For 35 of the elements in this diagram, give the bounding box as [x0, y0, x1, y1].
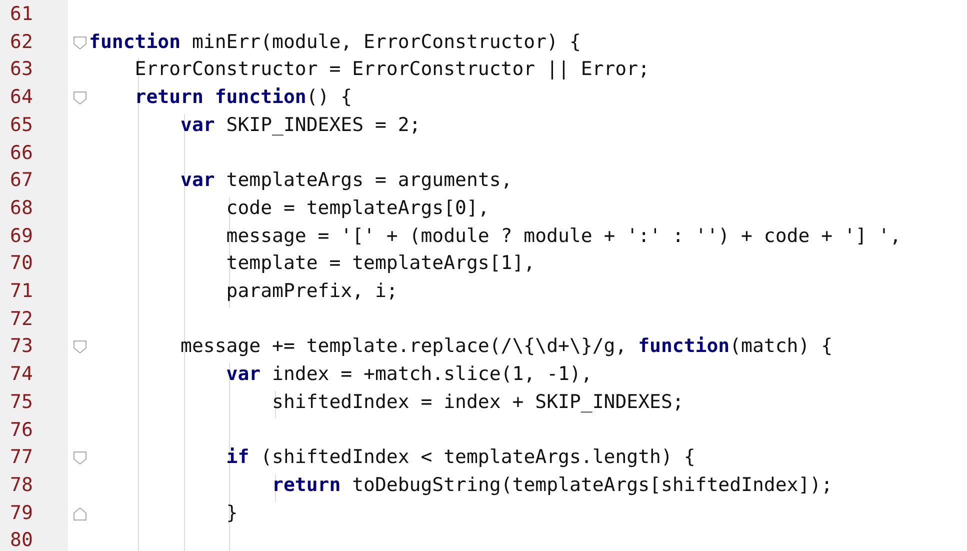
- line-number: 76: [10, 418, 33, 440]
- code-line: if (shiftedIndex < templateArgs.length) {: [226, 446, 696, 468]
- code-line: paramPrefix, i;: [226, 280, 398, 302]
- code-line: ErrorConstructor = ErrorConstructor || Error;: [134, 58, 650, 80]
- code-line: shiftedIndex = index + SKIP_INDEXES;: [272, 390, 684, 413]
- line-number: 74: [10, 363, 33, 386]
- line-number: 63: [10, 58, 33, 80]
- line-number: 64: [10, 86, 33, 108]
- line-number: 71: [10, 280, 33, 302]
- line-number: 70: [10, 252, 33, 274]
- line-number: 80: [10, 529, 33, 551]
- code-line: return toDebugString(templateArgs[shiftedIndex]);: [272, 474, 833, 496]
- line-number: 66: [10, 142, 33, 164]
- line-number: 77: [10, 446, 33, 468]
- code-line: function minErr(module, ErrorConstructor) {: [89, 30, 581, 53]
- code-line: var index = +match.slice(1, -1),: [226, 363, 592, 386]
- line-number: 65: [10, 114, 33, 136]
- code-line: return function() {: [134, 86, 352, 108]
- line-number: 73: [10, 335, 33, 358]
- line-number: 67: [10, 169, 33, 192]
- line-number: 61: [10, 3, 33, 25]
- code-line: template = templateArgs[1],: [226, 252, 536, 274]
- line-number: 78: [10, 474, 33, 496]
- line-number: 75: [10, 390, 33, 413]
- code-line: }: [226, 502, 238, 524]
- code-line: var templateArgs = arguments,: [180, 169, 512, 192]
- code-line: message += template.replace(/\{\d+\}/g, function(match) {: [180, 335, 833, 358]
- line-number: 72: [10, 308, 33, 330]
- code-line: message = '[' + (module ? module + ':' : '') + code + '] ',: [226, 224, 902, 247]
- code-line: code = templateArgs[0],: [226, 196, 490, 219]
- line-number: 79: [10, 502, 33, 524]
- line-number: 62: [10, 30, 33, 53]
- line-number: 69: [10, 224, 33, 247]
- line-number: 68: [10, 196, 33, 219]
- code-line: var SKIP_INDEXES = 2;: [180, 114, 421, 136]
